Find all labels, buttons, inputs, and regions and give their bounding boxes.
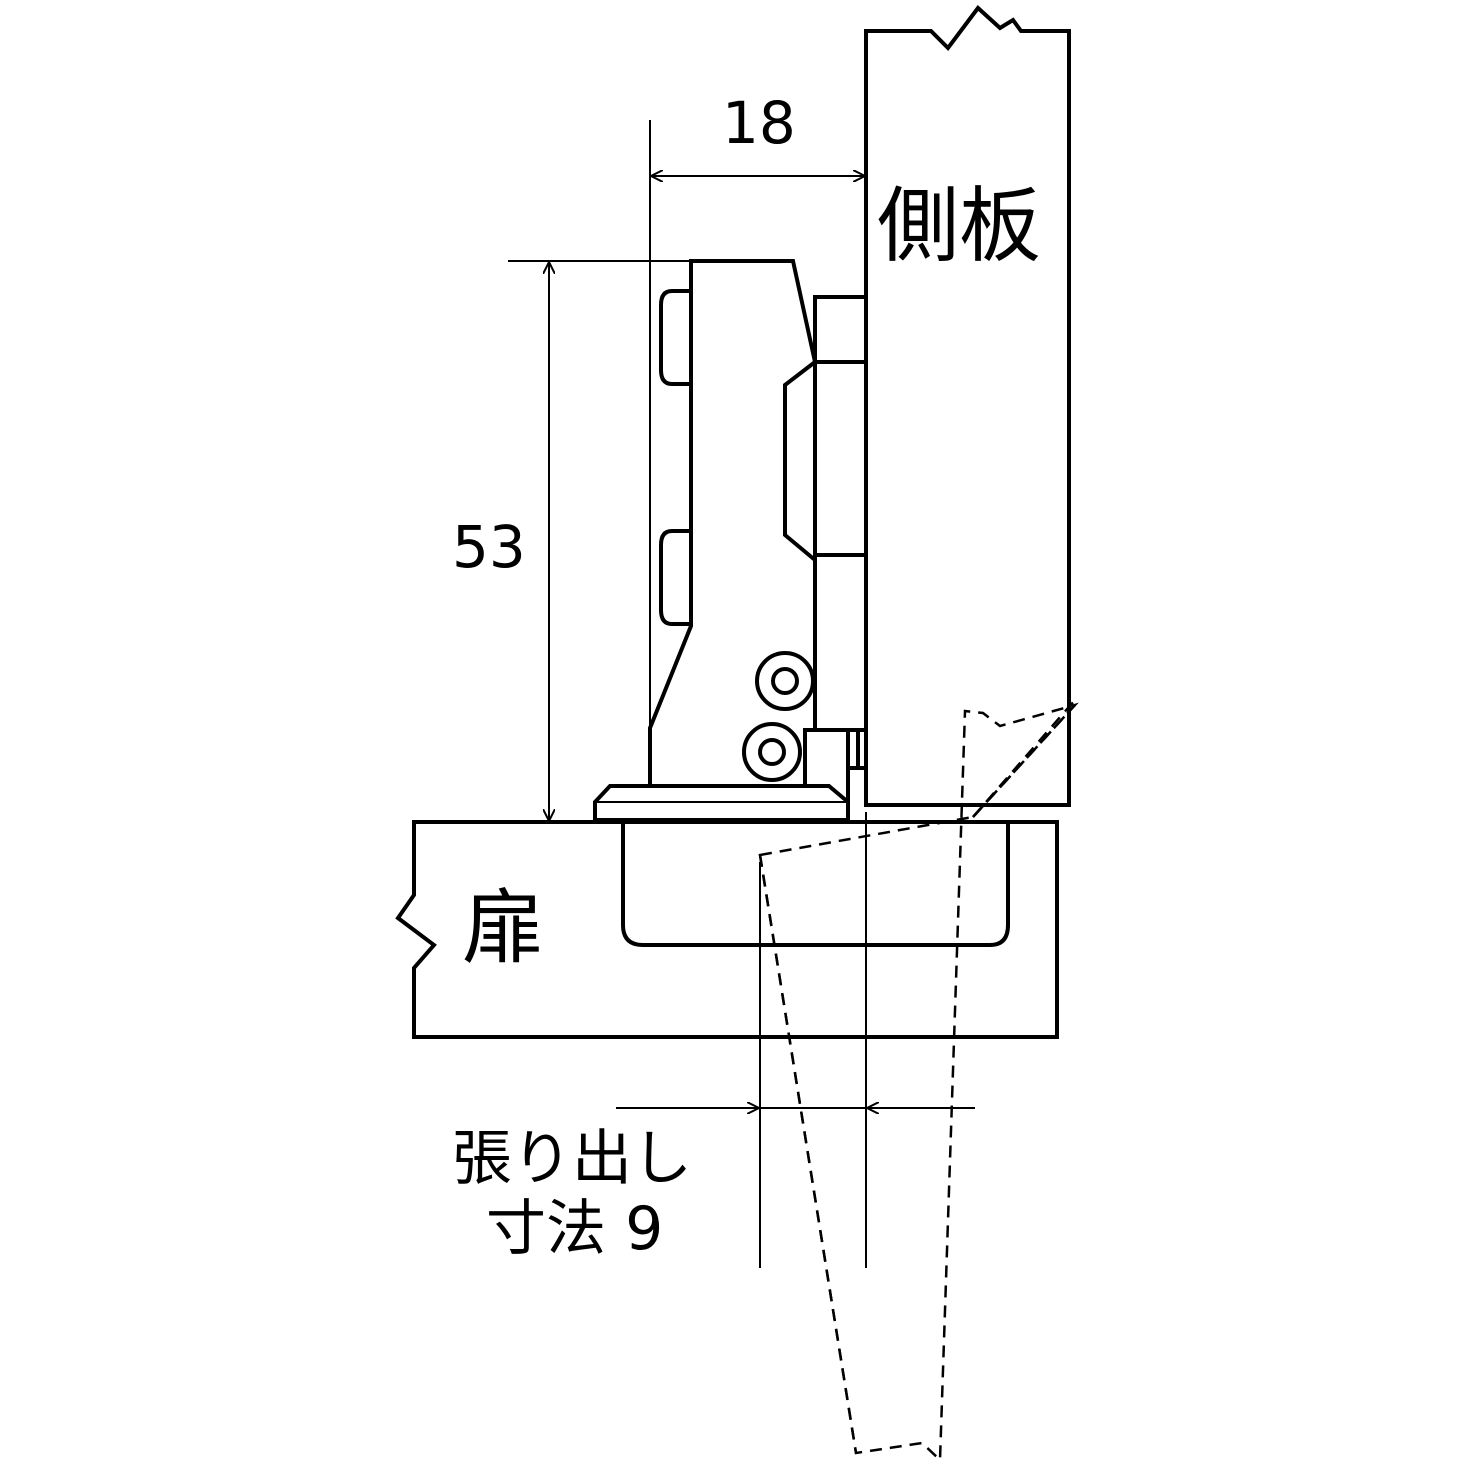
- overlay-label-line2: 寸法 9: [486, 1194, 664, 1264]
- side-panel: [864, 5, 1071, 807]
- adjust-screw-2: [742, 722, 802, 782]
- pivot-link: [846, 730, 866, 816]
- bumper-bottom: [659, 529, 691, 626]
- door-label: 扉: [462, 881, 545, 976]
- hinge-cup: [621, 822, 1010, 947]
- dim-width-label: 18: [722, 89, 796, 157]
- dim-height-label: 53: [452, 513, 526, 581]
- side-panel-label: 側板: [877, 179, 1042, 274]
- mounting-plate: [813, 295, 868, 732]
- bumper-top: [659, 289, 691, 386]
- overlay-label-line1: 張り出し: [452, 1124, 692, 1194]
- adjust-screw-1: [755, 651, 815, 711]
- door-panel: [395, 820, 1059, 1039]
